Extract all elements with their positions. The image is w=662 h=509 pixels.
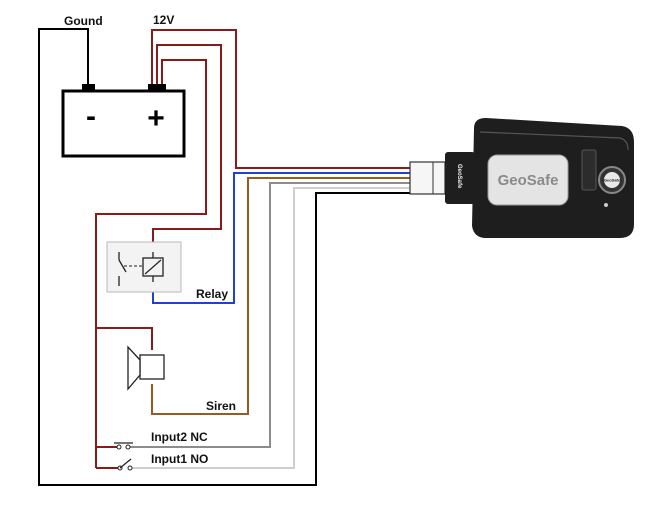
- input1-switch: [117, 458, 133, 471]
- geosafe-device: GeoSafe GeoSafe GeoSafe: [409, 118, 634, 238]
- relay-label: Relay: [196, 287, 228, 301]
- relay-switch: [118, 252, 127, 286]
- device-brand-label: GeoSafe: [498, 172, 559, 189]
- battery-positive-terminal: [148, 84, 166, 91]
- siren: [127, 345, 165, 391]
- input1-wire: [131, 187, 410, 469]
- relay-wire: [152, 172, 410, 304]
- device-plug: [445, 152, 475, 204]
- device-key-reader-brand: GeoSafe: [604, 178, 621, 183]
- power-wire-relay: [152, 44, 222, 256]
- battery-negative-terminal: [82, 84, 95, 91]
- power-wire-common: [95, 59, 207, 468]
- input1-label: Input1 NO: [151, 452, 208, 466]
- device-side-brand: GeoSafe: [456, 164, 462, 189]
- relay-coil-diagonal: [144, 259, 162, 275]
- power-label: 12V: [153, 13, 174, 27]
- wires: [38, 28, 410, 486]
- siren-wire: [151, 177, 410, 415]
- ground-label: Gound: [64, 14, 103, 28]
- battery-plus-symbol: +: [147, 102, 165, 135]
- siren-label: Siren: [206, 399, 236, 413]
- power-wire-main: [151, 29, 410, 169]
- device-connector: [409, 161, 446, 195]
- input1-blade: [119, 458, 132, 469]
- ground-wire: [38, 28, 410, 486]
- battery-body: [61, 89, 186, 158]
- device-body-highlight: [479, 131, 629, 151]
- battery: - +: [61, 84, 186, 158]
- power-wire-siren: [96, 327, 153, 350]
- device-slot: [581, 149, 597, 191]
- input1-contact-right: [127, 465, 133, 471]
- input2-switch: [114, 442, 133, 450]
- input2-wire: [129, 182, 410, 448]
- relay: [106, 241, 182, 293]
- input2-contact-left: [116, 444, 122, 450]
- siren-body: [139, 354, 165, 380]
- input2-label: Input2 NC: [151, 430, 208, 444]
- device-key-reader-inner: [604, 172, 620, 188]
- input2-contact-right: [125, 444, 131, 450]
- device-led: [604, 203, 608, 207]
- device-label-panel: [487, 154, 569, 206]
- siren-cone: [127, 345, 141, 391]
- battery-minus-symbol: -: [86, 100, 96, 133]
